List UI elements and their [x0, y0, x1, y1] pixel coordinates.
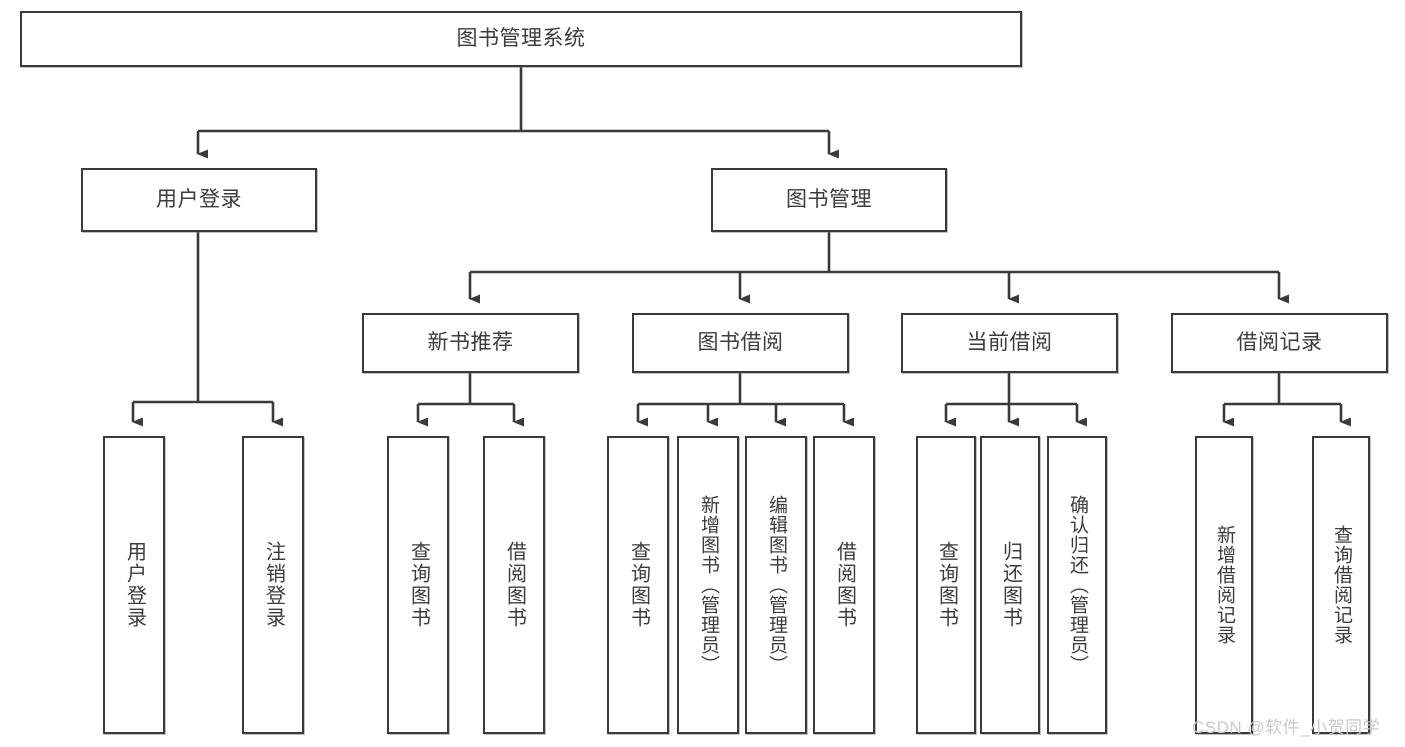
node-label: 新书推荐	[427, 331, 514, 355]
node-label: 新增图书（管理员）	[697, 495, 719, 675]
leaf-borrow-book[interactable]: 借阅图书	[813, 436, 875, 734]
leaf-borrow-book-recommend[interactable]: 借阅图书	[483, 436, 545, 734]
leaf-edit-book-admin[interactable]: 编辑图书（管理员）	[745, 436, 807, 734]
node-label: 借阅图书	[833, 541, 856, 629]
node-label: 查询图书	[627, 541, 650, 629]
leaf-logout-login[interactable]: 注销登录	[242, 436, 304, 734]
leaf-query-book-borrow[interactable]: 查询图书	[607, 436, 669, 734]
node-label: 查询图书	[407, 541, 430, 629]
node-label: 归还图书	[999, 541, 1022, 629]
node-label: 新增借阅记录	[1213, 525, 1235, 645]
node-current-borrow[interactable]: 当前借阅	[901, 313, 1118, 373]
node-user-login[interactable]: 用户登录	[81, 168, 317, 232]
leaf-confirm-return-admin[interactable]: 确认归还（管理员）	[1047, 436, 1107, 734]
node-label: 图书借阅	[697, 331, 784, 355]
node-label: 编辑图书（管理员）	[765, 495, 787, 675]
leaf-query-book-current[interactable]: 查询图书	[916, 436, 976, 734]
node-label: 用户登录	[156, 188, 242, 212]
leaf-query-borrow-record[interactable]: 查询借阅记录	[1312, 436, 1370, 734]
node-label: 查询图书	[935, 541, 958, 629]
node-label: 用户登录	[123, 541, 146, 629]
leaf-query-book-recommend[interactable]: 查询图书	[387, 436, 449, 734]
leaf-add-book-admin[interactable]: 新增图书（管理员）	[677, 436, 739, 734]
node-new-book-recommend[interactable]: 新书推荐	[362, 313, 579, 373]
node-label: 当前借阅	[966, 331, 1053, 355]
node-book-management[interactable]: 图书管理	[711, 168, 947, 232]
node-label: 查询借阅记录	[1330, 525, 1352, 645]
node-borrow-record[interactable]: 借阅记录	[1171, 313, 1388, 373]
node-book-borrow[interactable]: 图书借阅	[632, 313, 849, 373]
leaf-return-book[interactable]: 归还图书	[980, 436, 1040, 734]
leaf-user-login[interactable]: 用户登录	[103, 436, 165, 734]
node-label: 确认归还（管理员）	[1066, 495, 1088, 675]
node-label: 借阅记录	[1236, 331, 1323, 355]
node-label: 图书管理系统	[456, 27, 586, 51]
node-label: 借阅图书	[503, 541, 526, 629]
leaf-add-borrow-record[interactable]: 新增借阅记录	[1195, 436, 1253, 734]
node-label: 注销登录	[262, 541, 285, 629]
node-label: 图书管理	[786, 188, 872, 212]
csdn-watermark: CSDN @软件_小贺同学	[1192, 718, 1381, 737]
node-root-system[interactable]: 图书管理系统	[20, 11, 1022, 67]
